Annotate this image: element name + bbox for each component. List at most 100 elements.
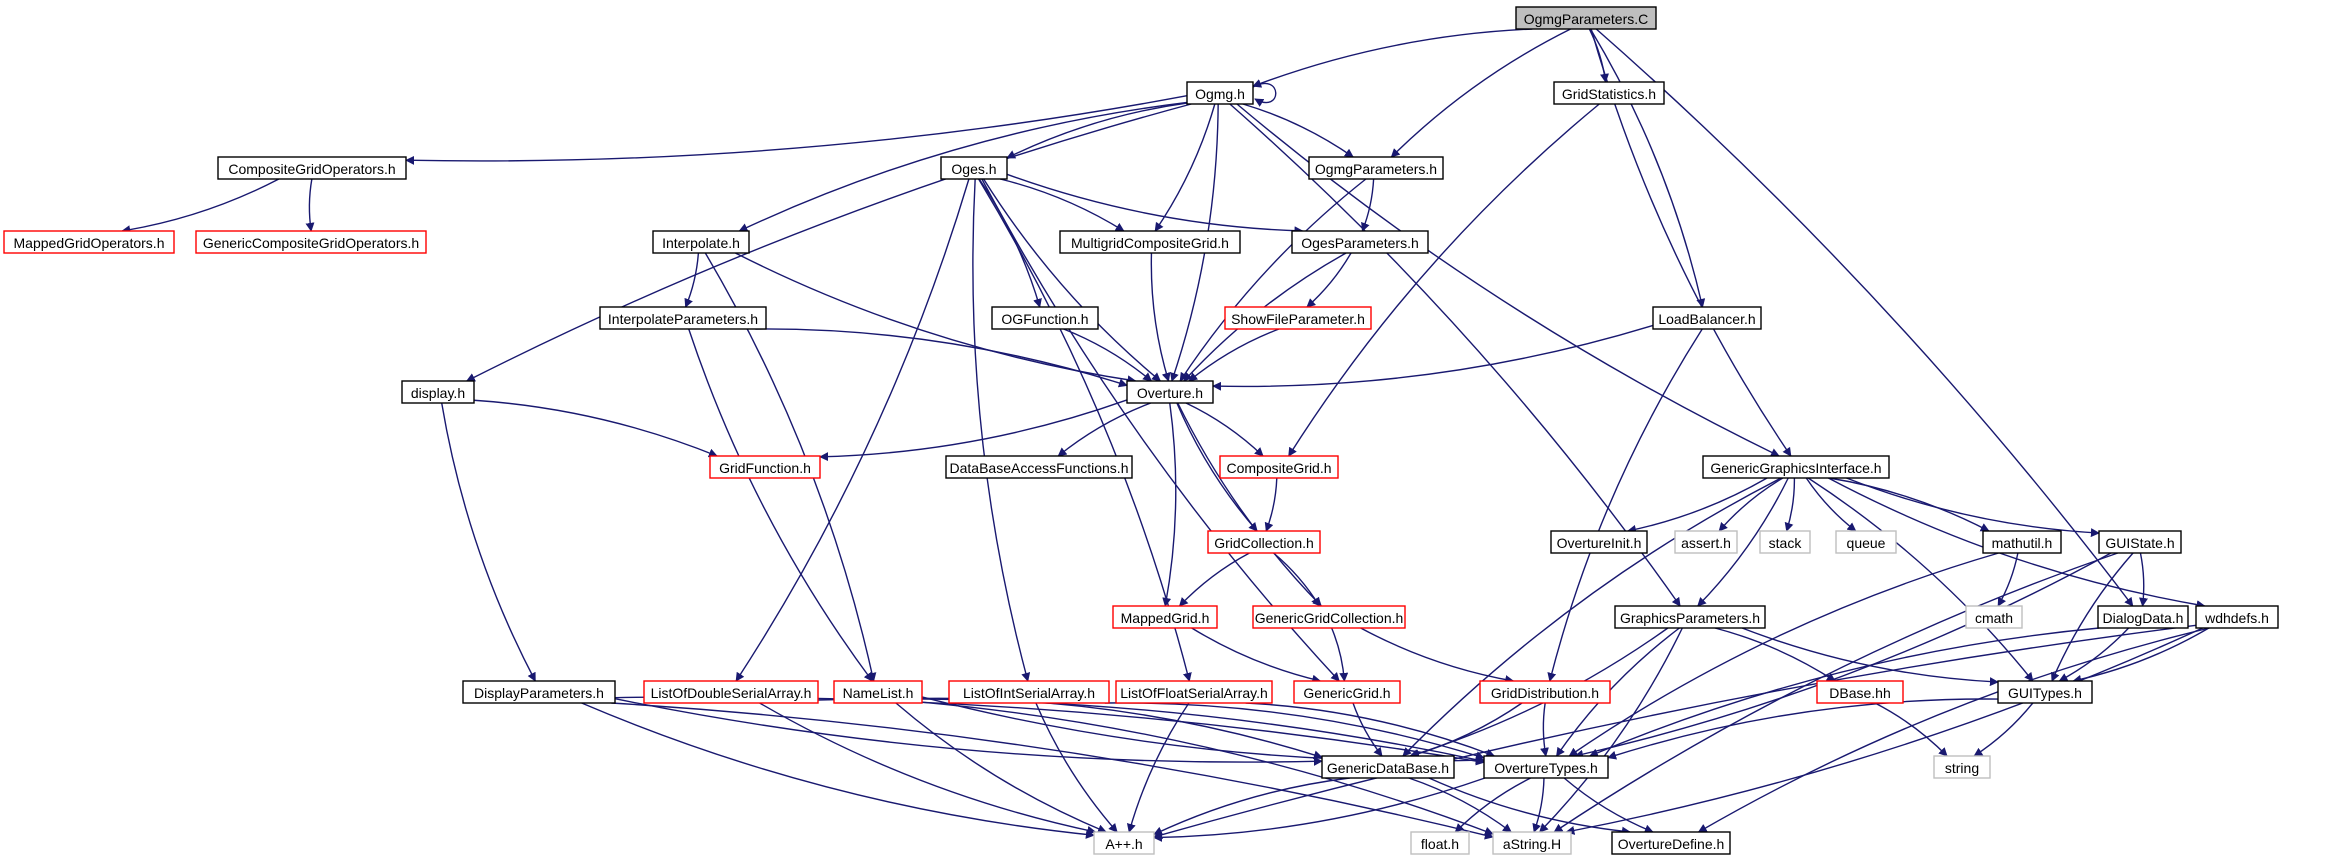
node-loisa-h[interactable]: ListOfIntSerialArray.h	[948, 680, 1110, 704]
node-interpolate-h[interactable]: Interpolate.h	[652, 230, 750, 254]
node-ogesparams-h[interactable]: OgesParameters.h	[1291, 230, 1429, 254]
node-dbase-hh[interactable]: DBase.hh	[1816, 680, 1904, 704]
node-mappedgridops-h[interactable]: MappedGridOperators.h	[3, 230, 175, 254]
node-dbaccess-h[interactable]: DataBaseAccessFunctions.h	[945, 455, 1133, 479]
node-mappedgrid-h[interactable]: MappedGrid.h	[1112, 605, 1218, 629]
node-graphicsparams-h[interactable]: GraphicsParameters.h	[1614, 605, 1766, 629]
node-compositegrid-h[interactable]: CompositeGrid.h	[1219, 455, 1339, 479]
node-oges-h[interactable]: Oges.h	[940, 156, 1008, 180]
node-loadbalancer-h[interactable]: LoadBalancer.h	[1652, 306, 1762, 330]
node-overturedefine-h[interactable]: OvertureDefine.h	[1611, 831, 1731, 855]
node-displayparams-h[interactable]: DisplayParameters.h	[462, 680, 616, 704]
node-label: DialogData.h	[2103, 610, 2184, 626]
edge-graphicsparams_h-to-astring_h	[1539, 627, 1683, 833]
node-genericgrid-h[interactable]: GenericGrid.h	[1293, 680, 1401, 704]
edge-ogmg_h-to-ogmg_h	[1252, 82, 1277, 107]
edge-ogfunction_h-to-overture_h	[1063, 328, 1153, 382]
edge-graphicsparams_h-to-dbase_hh	[1714, 627, 1836, 682]
edge-ogmg_h-to-multigridcg_h	[1154, 103, 1216, 232]
edges-layer	[121, 28, 2210, 842]
node-label: ListOfFloatSerialArray.h	[1120, 685, 1268, 701]
node-gridfunction-h[interactable]: GridFunction.h	[709, 455, 821, 479]
node-wdhdefs-h[interactable]: wdhdefs.h	[2195, 605, 2279, 629]
node-dialogdata-h[interactable]: DialogData.h	[2097, 605, 2189, 629]
edge-guitypes_h-to-string	[1973, 702, 2034, 757]
edge-lodsa_h-to-appp_h	[759, 702, 1097, 835]
node-stack: stack	[1759, 530, 1811, 554]
edge-overture_h-to-gengridcollection_h	[1177, 402, 1322, 607]
edge-mathutil_h-to-overturetypes_h	[1568, 552, 1999, 757]
node-cgops-h[interactable]: CompositeGridOperators.h	[217, 156, 407, 180]
node-genericdatabase-h[interactable]: GenericDataBase.h	[1321, 755, 1455, 779]
node-label: GridCollection.h	[1214, 535, 1314, 551]
node-guistate-h[interactable]: GUIState.h	[2098, 530, 2182, 554]
node-overture-h[interactable]: Overture.h	[1126, 380, 1214, 404]
node-label: OGFunction.h	[1001, 311, 1088, 327]
node-box	[1115, 680, 1273, 704]
node-label: OvertureInit.h	[1557, 535, 1642, 551]
node-box	[1614, 605, 1766, 629]
node-namelist-h[interactable]: NameList.h	[833, 680, 923, 704]
node-gridstats-h[interactable]: GridStatistics.h	[1553, 81, 1665, 105]
node-box	[643, 680, 819, 704]
node-label: OgmgParameters.h	[1315, 161, 1437, 177]
node-box	[1759, 530, 1811, 554]
edge-ogmg_h-to-display_h	[465, 103, 1192, 382]
node-showfileparam-h[interactable]: ShowFileParameter.h	[1224, 306, 1372, 330]
node-ggi-h[interactable]: GenericGraphicsInterface.h	[1702, 455, 1890, 479]
node-label: assert.h	[1681, 535, 1731, 551]
node-lofsa-h[interactable]: ListOfFloatSerialArray.h	[1115, 680, 1273, 704]
nodes-layer: OgmgParameters.C Ogmg.h GridStatistics.hCo…	[3, 6, 2279, 855]
edge-overture_h-to-mappedgrid_h	[1162, 402, 1177, 607]
node-overturetypes-h[interactable]: OvertureTypes.h	[1483, 755, 1609, 779]
node-gengridcollection-h[interactable]: GenericGridCollection.h	[1252, 605, 1406, 629]
edge-genericgrid_h-to-genericdatabase_h	[1352, 702, 1383, 757]
node-lodsa-h[interactable]: ListOfDoubleSerialArray.h	[643, 680, 819, 704]
node-ogfunction-h[interactable]: OGFunction.h	[991, 306, 1099, 330]
node-label: MultigridCompositeGrid.h	[1071, 235, 1229, 251]
edge-ogmg_h-to-cgops_h	[405, 95, 1188, 165]
node-multigridcg-h[interactable]: MultigridCompositeGrid.h	[1059, 230, 1241, 254]
node-interpparams-h[interactable]: InterpolateParameters.h	[599, 306, 767, 330]
node-label: ListOfDoubleSerialArray.h	[651, 685, 812, 701]
node-ogmg-h[interactable]: Ogmg.h	[1186, 81, 1254, 105]
edge-ggi_h-to-overtureinit_h	[1627, 477, 1768, 534]
node-label: Ogmg.h	[1195, 86, 1245, 102]
node-label: MappedGridOperators.h	[14, 235, 165, 251]
node-display-h[interactable]: display.h	[401, 380, 475, 404]
edge-namelist_h-to-appp_h	[895, 702, 1107, 834]
node-label: GenericDataBase.h	[1327, 760, 1449, 776]
edge-gridcollection_h-to-mappedgrid_h	[1178, 552, 1250, 607]
node-box	[1321, 755, 1455, 779]
edge-ggi_h-to-assert_h	[1718, 477, 1784, 532]
edge-mathutil_h-to-cmath	[1997, 552, 2019, 607]
node-box	[599, 306, 767, 330]
edge-graphicsparams_h-to-overturetypes_h	[1555, 627, 1680, 757]
edge-ogmgparameters_h-to-overture_h	[1179, 178, 1367, 382]
node-box	[1492, 831, 1572, 855]
node-genericcgops-h[interactable]: GenericCompositeGridOperators.h	[195, 230, 427, 254]
node-label: GridDistribution.h	[1491, 685, 1599, 701]
node-gridcollection-h[interactable]: GridCollection.h	[1207, 530, 1321, 554]
node-label: wdhdefs.h	[2204, 610, 2269, 626]
node-overtureinit-h[interactable]: OvertureInit.h	[1550, 530, 1648, 554]
edge-ggi_h-to-stack	[1784, 477, 1796, 532]
node-box	[1515, 6, 1657, 30]
node-box	[462, 680, 616, 704]
node-box	[1611, 831, 1731, 855]
edge-display_h-to-displayparams_h	[441, 402, 536, 682]
node-mathutil-h[interactable]: mathutil.h	[1982, 530, 2062, 554]
node-ogmgparams-c[interactable]: OgmgParameters.C	[1515, 6, 1657, 30]
edge-ggi_h-to-mathutil_h	[1829, 477, 1990, 532]
node-box	[1816, 680, 1904, 704]
node-griddistribution-h[interactable]: GridDistribution.h	[1479, 680, 1611, 704]
edge-oges_h-to-loisa_h	[972, 178, 1031, 682]
node-box	[1308, 156, 1444, 180]
node-box	[1252, 605, 1406, 629]
node-guitypes-h[interactable]: GUITypes.h	[1997, 680, 2093, 704]
edge-overturetypes_h-to-appp_h	[1153, 777, 1486, 842]
node-ogmgparameters-h[interactable]: OgmgParameters.h	[1308, 156, 1444, 180]
node-box	[1553, 81, 1665, 105]
edge-dbase_hh-to-string	[1874, 702, 1948, 757]
node-label: string	[1945, 760, 1979, 776]
